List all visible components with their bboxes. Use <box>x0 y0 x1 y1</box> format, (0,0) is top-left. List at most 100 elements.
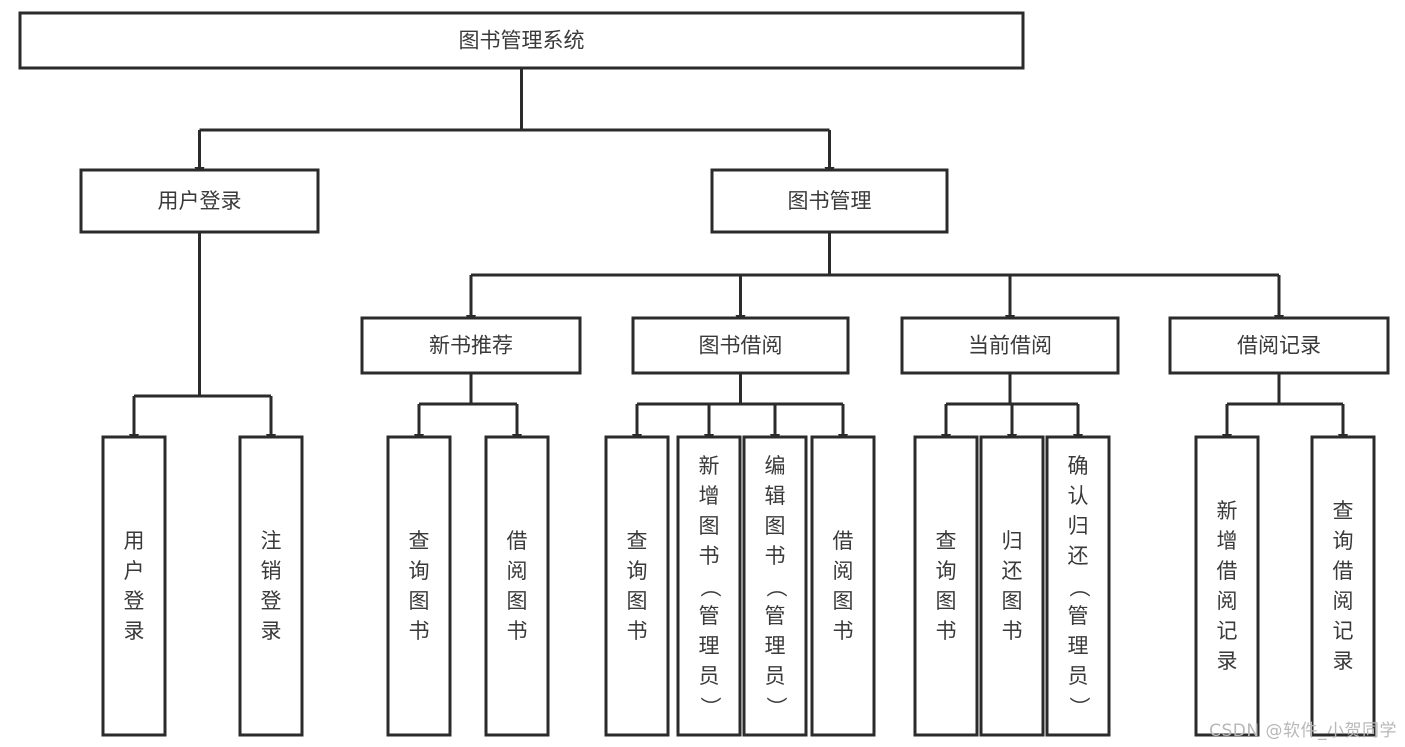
node-label-char: 借 <box>1217 559 1238 583</box>
node-label-char: 新 <box>699 454 720 478</box>
node-box <box>101 435 167 737</box>
node-current-borrow[interactable]: 当前借阅 <box>900 316 1120 375</box>
node-label-char: 图 <box>1002 589 1023 613</box>
node-label-char: 书 <box>409 619 430 643</box>
node-label-char: 阅 <box>1217 589 1238 613</box>
node-label-char: 借 <box>833 529 854 553</box>
node-label-char: 查 <box>627 529 648 553</box>
node-box <box>979 435 1045 737</box>
node-label-char: 图 <box>507 589 528 613</box>
node-label-char: 借 <box>1333 559 1354 583</box>
node-label-char: 管 <box>765 604 786 628</box>
node-leaf-user-login[interactable]: 用户登录 <box>101 435 167 737</box>
node-label-char: 辑 <box>765 484 786 508</box>
node-label-char: ） <box>698 697 722 718</box>
node-user-login[interactable]: 用户登录 <box>79 168 320 234</box>
node-label-char: 询 <box>1333 529 1354 553</box>
node-label-char: 编 <box>765 454 786 478</box>
node-label-char: 还 <box>1068 544 1089 568</box>
node-label-char: 理 <box>699 634 720 658</box>
node-label-char: 图 <box>833 589 854 613</box>
node-label-char: 确 <box>1068 454 1089 478</box>
node-label-char: 书 <box>699 544 720 568</box>
node-label-char: 图 <box>409 589 430 613</box>
node-label-char: （ <box>698 577 722 598</box>
node-label-char: 阅 <box>507 559 528 583</box>
node-box <box>604 435 670 737</box>
node-label-char: 注 <box>261 529 282 553</box>
node-box <box>386 435 452 737</box>
node-label-char: 归 <box>1002 529 1023 553</box>
node-box <box>79 168 320 234</box>
node-label-char: 登 <box>261 589 282 613</box>
node-label-char: 理 <box>765 634 786 658</box>
node-box <box>18 11 1025 70</box>
node-new-book-recommend[interactable]: 新书推荐 <box>360 316 582 375</box>
node-label-char: 管 <box>1068 604 1089 628</box>
node-label-char: 图 <box>765 514 786 538</box>
connector-layer <box>129 68 1348 445</box>
node-box <box>710 168 949 234</box>
node-layer: 图书管理系统用户登录图书管理新书推荐图书借阅当前借阅借阅记录用户登录注销登录查询… <box>18 11 1390 737</box>
node-label-char: 录 <box>124 619 145 643</box>
node-label-char: 书 <box>627 619 648 643</box>
node-label-char: 查 <box>936 529 957 553</box>
node-label-char: 借 <box>507 529 528 553</box>
node-label-char: 认 <box>1068 484 1089 508</box>
node-label-char: （ <box>764 577 788 598</box>
node-label-char: 录 <box>261 619 282 643</box>
node-book-borrow[interactable]: 图书借阅 <box>631 316 850 375</box>
node-label-char: 查 <box>1333 499 1354 523</box>
node-label-char: 新 <box>1217 499 1238 523</box>
node-label-char: 询 <box>936 559 957 583</box>
node-box <box>900 316 1120 375</box>
node-label-char: 图 <box>699 514 720 538</box>
node-label-char: 员 <box>1068 664 1089 688</box>
node-label-char: 书 <box>936 619 957 643</box>
node-label: 图书借阅 <box>699 334 783 358</box>
node-label-char: 录 <box>1333 649 1354 673</box>
node-box <box>913 435 979 737</box>
node-label-char: 增 <box>699 484 720 508</box>
node-box <box>631 316 850 375</box>
node-label: 用户登录 <box>158 189 242 213</box>
node-label: 当前借阅 <box>968 334 1052 358</box>
node-label-char: 书 <box>1002 619 1023 643</box>
node-label-char: 询 <box>409 559 430 583</box>
node-box <box>1310 435 1376 737</box>
node-label-char: ） <box>1067 697 1091 718</box>
node-label-char: 登 <box>124 589 145 613</box>
node-label-char: 记 <box>1333 619 1354 643</box>
node-box <box>1045 435 1111 737</box>
node-label: 图书管理 <box>788 189 872 213</box>
node-box <box>676 435 742 737</box>
node-label-char: 询 <box>627 559 648 583</box>
node-book-manage[interactable]: 图书管理 <box>710 168 949 234</box>
node-label-char: 阅 <box>833 559 854 583</box>
node-label-char: 书 <box>833 619 854 643</box>
node-box <box>1168 316 1390 375</box>
node-label-char: 户 <box>124 559 145 583</box>
node-label-char: 增 <box>1217 529 1238 553</box>
node-box <box>484 435 550 737</box>
node-label-char: 员 <box>699 664 720 688</box>
node-box <box>742 435 808 737</box>
node-root[interactable]: 图书管理系统 <box>18 11 1025 70</box>
node-borrow-record[interactable]: 借阅记录 <box>1168 316 1390 375</box>
node-box <box>360 316 582 375</box>
node-label: 新书推荐 <box>429 334 513 358</box>
node-label-char: 图 <box>627 589 648 613</box>
